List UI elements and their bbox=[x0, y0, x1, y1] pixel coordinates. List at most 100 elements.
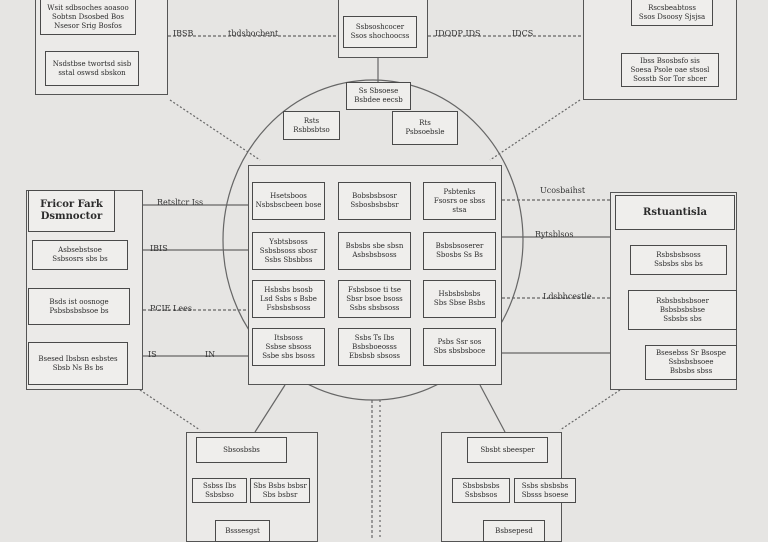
text: Bsbsbs sbe sbsn bbox=[345, 242, 404, 250]
line-label: IS bbox=[148, 350, 157, 359]
text: Ssbsbs sbs bbox=[663, 314, 702, 323]
text: Sbs bsbsr bbox=[262, 490, 298, 499]
text: Hsetsboos bbox=[270, 192, 307, 200]
text: Fsbsbsoe ti tse bbox=[347, 285, 401, 294]
text: Sbsbsbsbs bbox=[462, 481, 500, 490]
text: Ysbtsbsoss bbox=[269, 237, 308, 246]
top-left-box-1[interactable]: Wsit sdbsoches aoasoo Sobtsn Dsosbed Bos… bbox=[40, 0, 136, 35]
text: Ssbs Ts Ibs bbox=[354, 333, 395, 342]
text: Ibss Bsosbsfo sis bbox=[640, 56, 700, 65]
text: Itsbsoss bbox=[274, 333, 303, 342]
text: Ssbs sbsbsoss bbox=[349, 303, 400, 312]
line-label: Ldsbhcestle bbox=[543, 292, 592, 301]
text: Wsit sdbsoches aoasoo bbox=[47, 3, 129, 12]
line-label: Ucosbaihst bbox=[540, 186, 586, 195]
line-label: IDODP IDS bbox=[435, 29, 481, 38]
text: Bsbsbs sbss bbox=[669, 367, 713, 375]
right-box[interactable]: Rsbsbsbsoss Ssbsbs sbs bs bbox=[630, 245, 727, 275]
text: Rts bbox=[419, 119, 431, 127]
text: Soesa Psole oae stsosl bbox=[630, 65, 710, 74]
line-label: Rytsblsos bbox=[535, 230, 574, 239]
text: Fricor Fark bbox=[40, 199, 103, 210]
text: Ssbs Sbsbbss bbox=[264, 255, 313, 264]
text: Rscsbeabtoss bbox=[648, 3, 696, 12]
text: Nsbsbscbeen bose bbox=[255, 201, 322, 209]
text: Bsbdee eecsb bbox=[354, 96, 403, 104]
text: Bsssesgst bbox=[225, 526, 260, 535]
text: Bsesebss Sr Bsospe bbox=[655, 349, 727, 357]
top-left-group: Wsit sdbsoches aoasoo Sobtsn Dsosbed Bos… bbox=[35, 0, 168, 95]
text: Fsbsbsbsoss bbox=[266, 303, 311, 312]
text: Rsbsbsbsbsoer bbox=[656, 296, 709, 305]
top-right-group: Rscsbeabtoss Ssos Dsoosy Sjsjsa Ibss Bso… bbox=[583, 0, 737, 100]
hub-top-box[interactable]: Rts Psbsoebsle bbox=[392, 111, 458, 145]
line-label: tbdsbocbent bbox=[228, 29, 279, 38]
line-label: IDCS bbox=[512, 29, 534, 38]
top-right-box-1[interactable]: Rscsbeabtoss Ssos Dsoosy Sjsjsa bbox=[631, 0, 713, 26]
text: Bsbsepesd bbox=[495, 526, 533, 535]
text: Sbs Bsbs bsbsr bbox=[253, 481, 307, 490]
text: Ssbsbsbsoee bbox=[668, 358, 714, 366]
text: Ssbse sbsoss bbox=[265, 342, 312, 351]
bottom-left-box[interactable]: Bsssesgst bbox=[215, 520, 270, 542]
line-label: IBIS bbox=[150, 244, 168, 253]
text: Asbsbsbsoss bbox=[352, 251, 397, 259]
bottom-right-box[interactable]: Ssbs sbsbsbs Sbsss bsoese bbox=[514, 478, 576, 503]
text: sstal oswsd sbskon bbox=[58, 68, 126, 77]
left-title-box[interactable]: Fricor Fark Dsmnoctor bbox=[28, 190, 115, 232]
left-box[interactable]: Asbsebstsoe Ssbsosrs sbs bs bbox=[32, 240, 128, 270]
left-box[interactable]: Bsds ist oosnoge Psbsbsbsbsoe bs bbox=[28, 288, 130, 325]
right-box[interactable]: Rsbsbsbsbsoer Bsbsbsbsbse Ssbsbs sbs bbox=[628, 290, 737, 330]
top-left-box-2[interactable]: Nsdstbse twortsd sisb sstal oswsd sbskon bbox=[45, 51, 139, 86]
bottom-left-box[interactable]: Sbs Bsbs bsbsr Sbs bsbsr bbox=[250, 478, 310, 503]
text: Fsosrs oe sbss stsa bbox=[433, 196, 486, 214]
bottom-right-box[interactable]: Sbsbsbsbs Ssbsbsos bbox=[452, 478, 510, 503]
right-box[interactable]: Bsesebss Sr Bsospe Ssbsbsbsoee Bsbsbs sb… bbox=[645, 345, 737, 380]
text: Sbsosbsbs bbox=[223, 445, 260, 454]
hub-circle bbox=[222, 79, 524, 401]
right-title-box[interactable]: Rstuantisla bbox=[615, 195, 735, 230]
line-label: IN bbox=[205, 350, 216, 359]
text: Ss Sbsoese bbox=[358, 87, 399, 95]
text: Sosstb Sor Tor sbcer bbox=[633, 74, 707, 83]
text: Rsts bbox=[303, 116, 320, 125]
text: Psbs Ssr sos bbox=[437, 338, 482, 346]
text: Ssbsoshcocer bbox=[355, 23, 405, 31]
text: Asbsebstsoe bbox=[58, 246, 102, 254]
text: Ssbsbso bbox=[205, 490, 234, 499]
text: Sobtsn Dsosbed Bos bbox=[52, 12, 124, 21]
text: Sbosbs Ss Bs bbox=[436, 251, 483, 259]
text: Bobsbsbsosr bbox=[352, 192, 397, 200]
text: Lsd Ssbs s Bsbe bbox=[260, 294, 317, 303]
bottom-right-box[interactable]: Bsbsepesd bbox=[483, 520, 545, 542]
bottom-left-box[interactable]: Sbsosbsbs bbox=[196, 437, 287, 463]
text: Rsbsbsbsoss bbox=[656, 251, 701, 259]
text: Bsbsbsbsbse bbox=[659, 305, 706, 314]
top-right-box-2[interactable]: Ibss Bsosbsfo sis Soesa Psole oae stsosl… bbox=[621, 53, 719, 87]
text: Bsds ist oosnoge bbox=[49, 297, 109, 306]
left-box[interactable]: Bsesed Ibsbsn esbstes Sbsb Ns Bs bs bbox=[28, 342, 128, 385]
top-center-box[interactable]: Ssbsoshcocer Ssos shochoocss bbox=[343, 16, 417, 48]
bottom-right-box[interactable]: Sbsbt sbeesper bbox=[467, 437, 548, 463]
text: Sbsbt sbeesper bbox=[480, 445, 535, 454]
line-label: Retsltcr Iss bbox=[157, 198, 204, 207]
hub-top-box[interactable]: Ss Sbsoese Bsbdee eecsb bbox=[346, 82, 411, 110]
text: Ssbsbs sbs bs bbox=[654, 260, 703, 268]
text: Sbsb Ns Bs bs bbox=[52, 363, 104, 372]
line-label: PCIE Lees bbox=[150, 304, 192, 313]
hub-top-box[interactable]: Rsts Rsbbsbtso bbox=[283, 111, 340, 140]
bottom-left-box[interactable]: Ssbss Ibs Ssbsbso bbox=[192, 478, 247, 503]
